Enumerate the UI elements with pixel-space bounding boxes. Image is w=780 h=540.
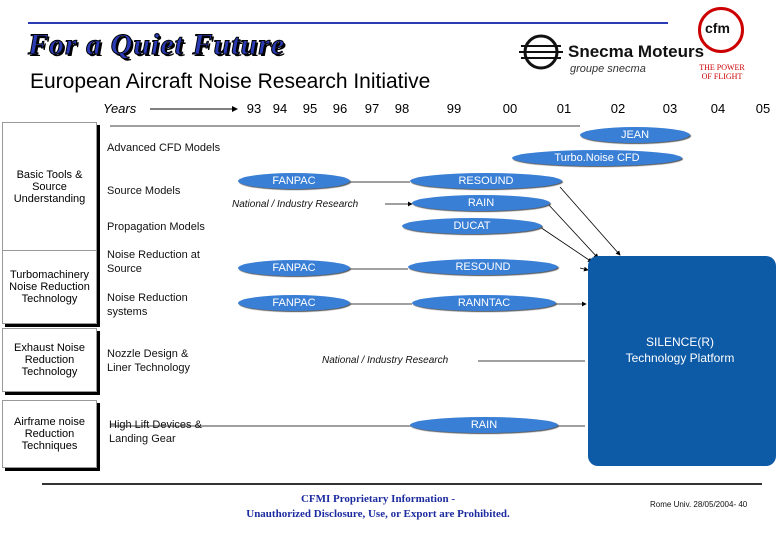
years-label: Years bbox=[103, 101, 137, 116]
year-01: 01 bbox=[556, 101, 572, 116]
activity-propagation: Propagation Models bbox=[107, 221, 205, 233]
program-jean: JEAN bbox=[580, 127, 690, 143]
header-rule bbox=[28, 22, 668, 24]
category-turbomachinery: Turbomachinery Noise Reduction Technolog… bbox=[2, 250, 97, 324]
page-title: For a Quiet Future bbox=[27, 28, 286, 62]
year-04: 04 bbox=[710, 101, 726, 116]
year-98: 98 bbox=[394, 101, 410, 116]
year-96: 96 bbox=[332, 101, 348, 116]
activity-noise-systems: Noise Reduction systems bbox=[107, 292, 188, 318]
program-resound-1: RESOUND bbox=[410, 173, 562, 189]
national-research-1: National / Industry Research bbox=[232, 199, 359, 210]
year-03: 03 bbox=[662, 101, 678, 116]
cfm-logo-text: cfm bbox=[705, 20, 730, 36]
cfm-logo-icon bbox=[698, 7, 744, 53]
snecma-logo-icon bbox=[519, 34, 563, 70]
year-94: 94 bbox=[272, 101, 288, 116]
cfm-tagline: THE POWER OF FLIGHT bbox=[699, 63, 745, 81]
program-fanpac-1: FANPAC bbox=[238, 173, 350, 189]
silence-platform bbox=[588, 256, 776, 466]
activity-noise-source: Noise Reduction at Source bbox=[107, 249, 200, 275]
silence-platform-label: SILENCE(R) Technology Platform bbox=[625, 335, 735, 365]
program-fanpac-2: FANPAC bbox=[238, 260, 350, 276]
program-ducat: DUCAT bbox=[402, 218, 542, 234]
category-airframe: Airframe noise Reduction Techniques bbox=[2, 400, 97, 468]
page-subtitle: European Aircraft Noise Research Initiat… bbox=[30, 70, 431, 93]
program-rain-2: RAIN bbox=[410, 417, 558, 433]
footer-line-1: CFMI Proprietary Information - bbox=[300, 493, 456, 505]
activity-source-models: Source Models bbox=[107, 185, 181, 197]
year-99: 99 bbox=[446, 101, 462, 116]
year-05: 05 bbox=[755, 101, 771, 116]
snecma-name: Snecma Moteurs bbox=[568, 42, 705, 61]
years-arrow-icon bbox=[150, 106, 238, 112]
program-fanpac-3: FANPAC bbox=[238, 295, 350, 311]
year-97: 97 bbox=[364, 101, 380, 116]
footer-rule bbox=[42, 483, 762, 485]
year-95: 95 bbox=[302, 101, 318, 116]
program-ranntac: RANNTAC bbox=[412, 295, 556, 311]
activity-cfd: Advanced CFD Models bbox=[107, 142, 221, 154]
activity-nozzle: Nozzle Design & Liner Technology bbox=[107, 348, 190, 374]
footer-line-2: Unauthorized Disclosure, Use, or Export … bbox=[246, 508, 510, 520]
year-00: 00 bbox=[502, 101, 518, 116]
national-research-2: National / Industry Research bbox=[322, 355, 449, 366]
footer-page-info: Rome Univ. 28/05/2004- 40 bbox=[650, 500, 748, 509]
activity-high-lift: High Lift Devices & Landing Gear bbox=[109, 419, 202, 445]
year-02: 02 bbox=[610, 101, 626, 116]
snecma-group: groupe snecma bbox=[570, 63, 646, 75]
category-exhaust: Exhaust Noise Reduction Technology bbox=[2, 328, 97, 392]
program-turbonoise: Turbo.Noise CFD bbox=[512, 150, 682, 166]
program-rain-1: RAIN bbox=[412, 195, 550, 211]
program-resound-2: RESOUND bbox=[408, 259, 558, 275]
footer-notice: CFMI Proprietary Information - Unauthori… bbox=[228, 492, 528, 522]
year-93: 93 bbox=[246, 101, 262, 116]
category-basic-tools: Basic Tools & Source Understanding bbox=[2, 122, 97, 251]
